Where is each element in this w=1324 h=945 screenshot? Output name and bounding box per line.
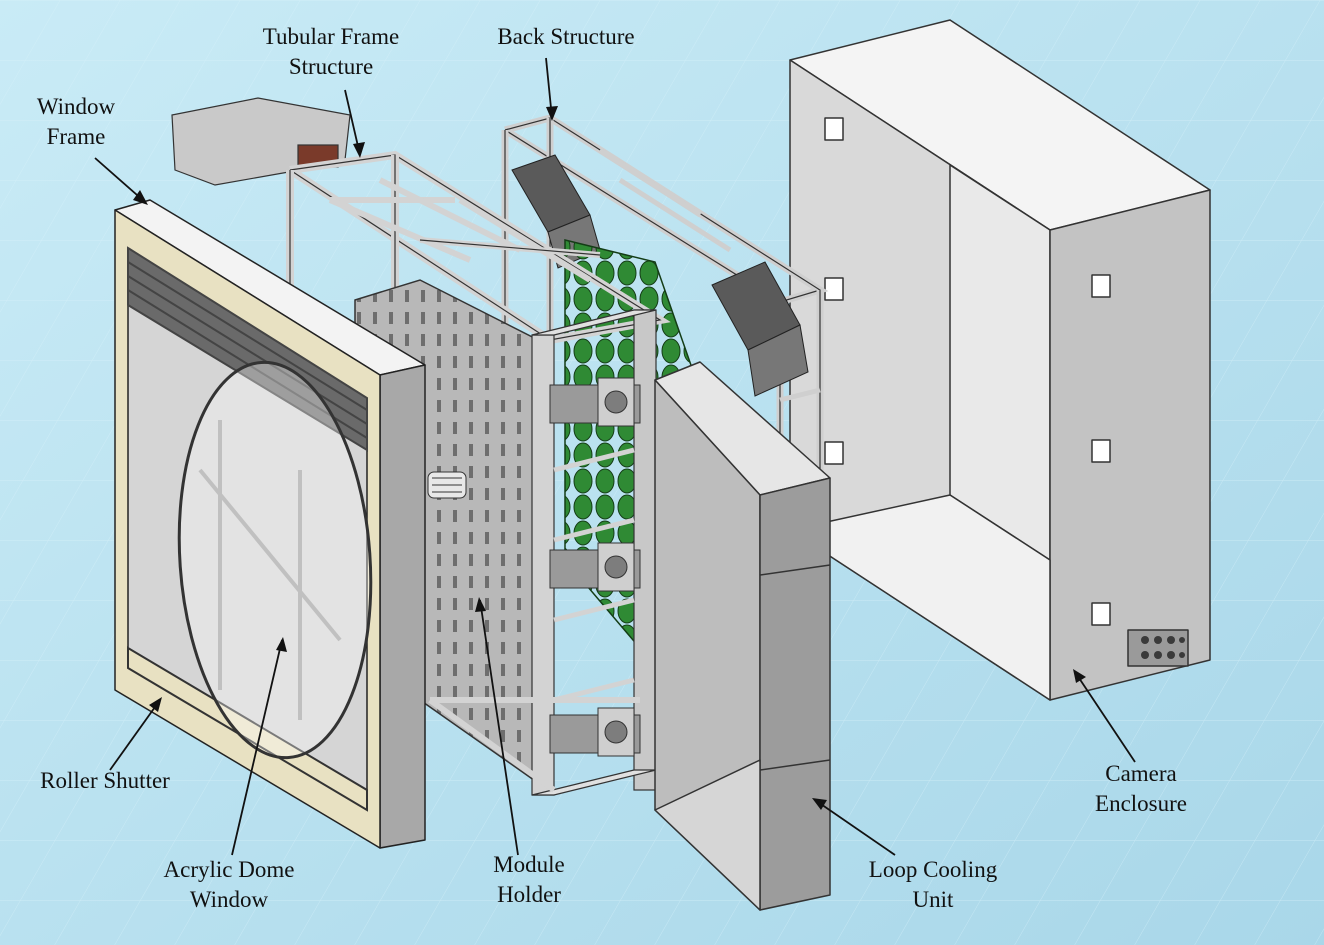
cooling-duct-front — [759, 477, 831, 911]
connector-panel — [1127, 629, 1189, 667]
label-roller-shutter: Roller Shutter — [40, 768, 170, 793]
leader-acrylic-dome — [231, 639, 283, 856]
window-frame-side — [379, 364, 426, 849]
label-tubular-frame: Tubular Frame Structure — [262, 24, 400, 79]
acrylic-dome-window — [177, 360, 373, 760]
camera-enclosure — [789, 19, 1211, 701]
calibration-fiber-bundle — [427, 471, 467, 499]
readout-board-edge — [747, 324, 809, 397]
connector-ports — [1141, 636, 1185, 659]
label-camera-enclosure: Camera Enclosure — [1095, 761, 1187, 816]
leader-module-holder — [479, 599, 519, 856]
cooling-duct-foot — [654, 759, 761, 911]
enclosure-vent — [824, 277, 844, 301]
leader-loop-cooling — [814, 799, 896, 856]
enclosure-vent — [824, 441, 844, 465]
tubular-frame-structure — [171, 97, 671, 345]
enclosure-vent — [1091, 439, 1111, 463]
leader-roller-shutter — [109, 699, 161, 771]
enclosure-vent — [1091, 602, 1111, 626]
leader-lines — [94, 57, 1136, 856]
leader-camera-enclosure — [1074, 671, 1136, 763]
label-loop-cooling: Loop Cooling Unit — [868, 857, 998, 912]
label-module-holder: Module Holder — [493, 852, 565, 907]
enclosure-vent — [1091, 274, 1111, 298]
fan-units — [549, 377, 641, 757]
label-window-frame: Window Frame — [36, 94, 116, 149]
enclosure-bottom — [789, 494, 1051, 701]
enclosure-right-side — [1049, 189, 1211, 701]
enclosure-opening — [949, 164, 1051, 561]
enclosure-vent — [824, 117, 844, 141]
leader-arrowheads — [133, 106, 1086, 810]
loop-cooling-unit — [654, 361, 831, 911]
label-back-structure: Back Structure — [497, 24, 635, 49]
roller-shutter — [127, 246, 368, 812]
front-frame-columns — [428, 309, 657, 796]
label-acrylic-dome: Acrylic Dome Window — [163, 857, 295, 912]
leader-window-frame — [94, 157, 146, 203]
